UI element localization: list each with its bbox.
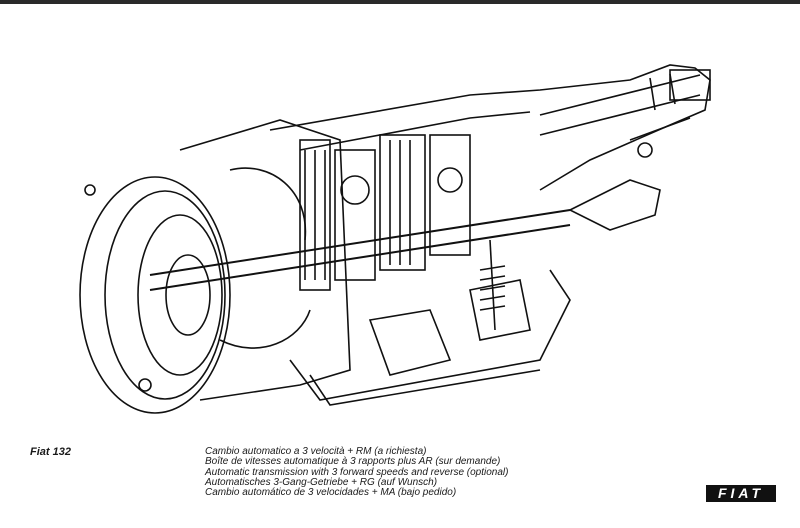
gear-set	[299, 134, 471, 291]
caption-english: Automatic transmission with 3 forward sp…	[205, 466, 509, 478]
caption-block: Cambio automatico a 3 velocità + RM (a r…	[205, 446, 509, 499]
torque-converter	[79, 176, 231, 414]
fiat-logo: FIAT	[706, 485, 776, 502]
model-name: Fiat 132	[30, 446, 71, 458]
transmission-cutaway-illustration	[79, 64, 711, 414]
caption-italian: Cambio automatico a 3 velocità + RM (a r…	[205, 446, 427, 457]
caption-spanish: Cambio automático de 3 velocidades + MA …	[205, 487, 457, 499]
top-border	[0, 0, 800, 4]
caption-german: Automatisches 3-Gang-Getriebe + RG (auf …	[205, 476, 438, 488]
caption-french: Boîte de vitesses automatique à 3 rappor…	[205, 456, 501, 468]
